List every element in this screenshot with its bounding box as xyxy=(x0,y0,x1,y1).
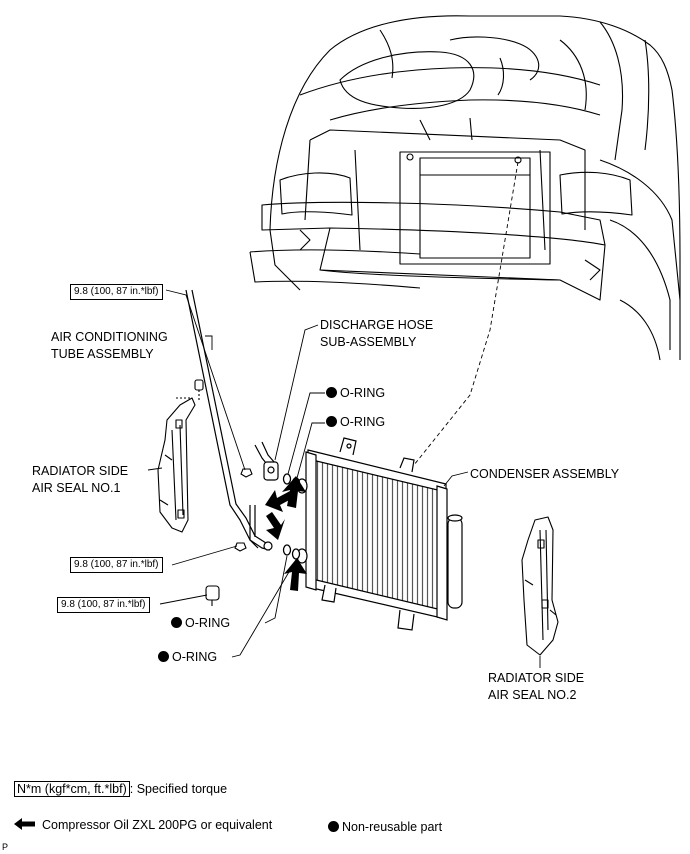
o-ring-text: O-RING xyxy=(172,650,218,664)
ac-tube-assembly xyxy=(185,289,273,551)
label-o-ring-1: O-RING xyxy=(326,385,385,401)
o-ring-text: O-RING xyxy=(340,386,386,400)
leader-lines xyxy=(147,289,541,668)
non-reusable-dot-icon xyxy=(171,617,182,628)
legend-oil: Compressor Oil ZXL 200PG or equivalent xyxy=(14,817,272,833)
torque-spec-top: 9.8 (100, 87 in.*lbf) xyxy=(70,284,163,300)
o-ring-text: O-RING xyxy=(340,415,386,429)
vehicle-front-body xyxy=(249,15,681,361)
label-seal-no2-line1: RADIATOR SIDE xyxy=(488,671,585,685)
oil-application-arrows xyxy=(265,476,307,591)
guide-dashed-line xyxy=(409,161,519,471)
condenser-assembly xyxy=(296,437,463,631)
radiator-side-air-seal-no1 xyxy=(157,390,200,533)
discharge-hose xyxy=(254,441,279,481)
non-reusable-dot-icon xyxy=(158,651,169,662)
legend-torque-text: : Specified torque xyxy=(129,782,228,796)
non-reusable-dot-icon xyxy=(326,416,337,427)
corner-mark: P xyxy=(2,842,9,852)
label-o-ring-3: O-RING xyxy=(171,615,230,631)
label-discharge-hose-line2: SUB-ASSEMBLY xyxy=(320,335,417,349)
label-discharge-hose-line1: DISCHARGE HOSE xyxy=(320,318,434,332)
legend-torque-box: N*m (kgf*cm, ft.*lbf) xyxy=(14,781,130,797)
legend-torque: N*m (kgf*cm, ft.*lbf): Specified torque xyxy=(14,781,227,797)
bolts xyxy=(194,379,253,606)
legend-oil-text: Compressor Oil ZXL 200PG or equivalent xyxy=(42,818,273,832)
non-reusable-dot-icon xyxy=(328,821,339,832)
torque-spec-middle: 9.8 (100, 87 in.*lbf) xyxy=(70,557,163,573)
torque-spec-bottom: 9.8 (100, 87 in.*lbf) xyxy=(57,597,150,613)
label-seal-no1-line1: RADIATOR SIDE xyxy=(32,464,129,478)
label-condenser: CONDENSER ASSEMBLY xyxy=(470,467,620,481)
label-ac-tube-line1: AIR CONDITIONING xyxy=(51,330,168,344)
legend-nonreusable: Non-reusable part xyxy=(328,819,442,835)
label-o-ring-4: O-RING xyxy=(158,649,217,665)
label-seal-no1-line2: AIR SEAL NO.1 xyxy=(32,481,121,495)
radiator-side-air-seal-no2 xyxy=(521,516,559,656)
label-seal-no2-line2: AIR SEAL NO.2 xyxy=(488,688,577,702)
label-o-ring-2: O-RING xyxy=(326,414,385,430)
legend-nonreusable-text: Non-reusable part xyxy=(342,820,443,834)
o-ring-text: O-RING xyxy=(185,616,231,630)
label-ac-tube-line2: TUBE ASSEMBLY xyxy=(51,347,154,361)
oil-arrow-icon xyxy=(14,818,35,830)
non-reusable-dot-icon xyxy=(326,387,337,398)
